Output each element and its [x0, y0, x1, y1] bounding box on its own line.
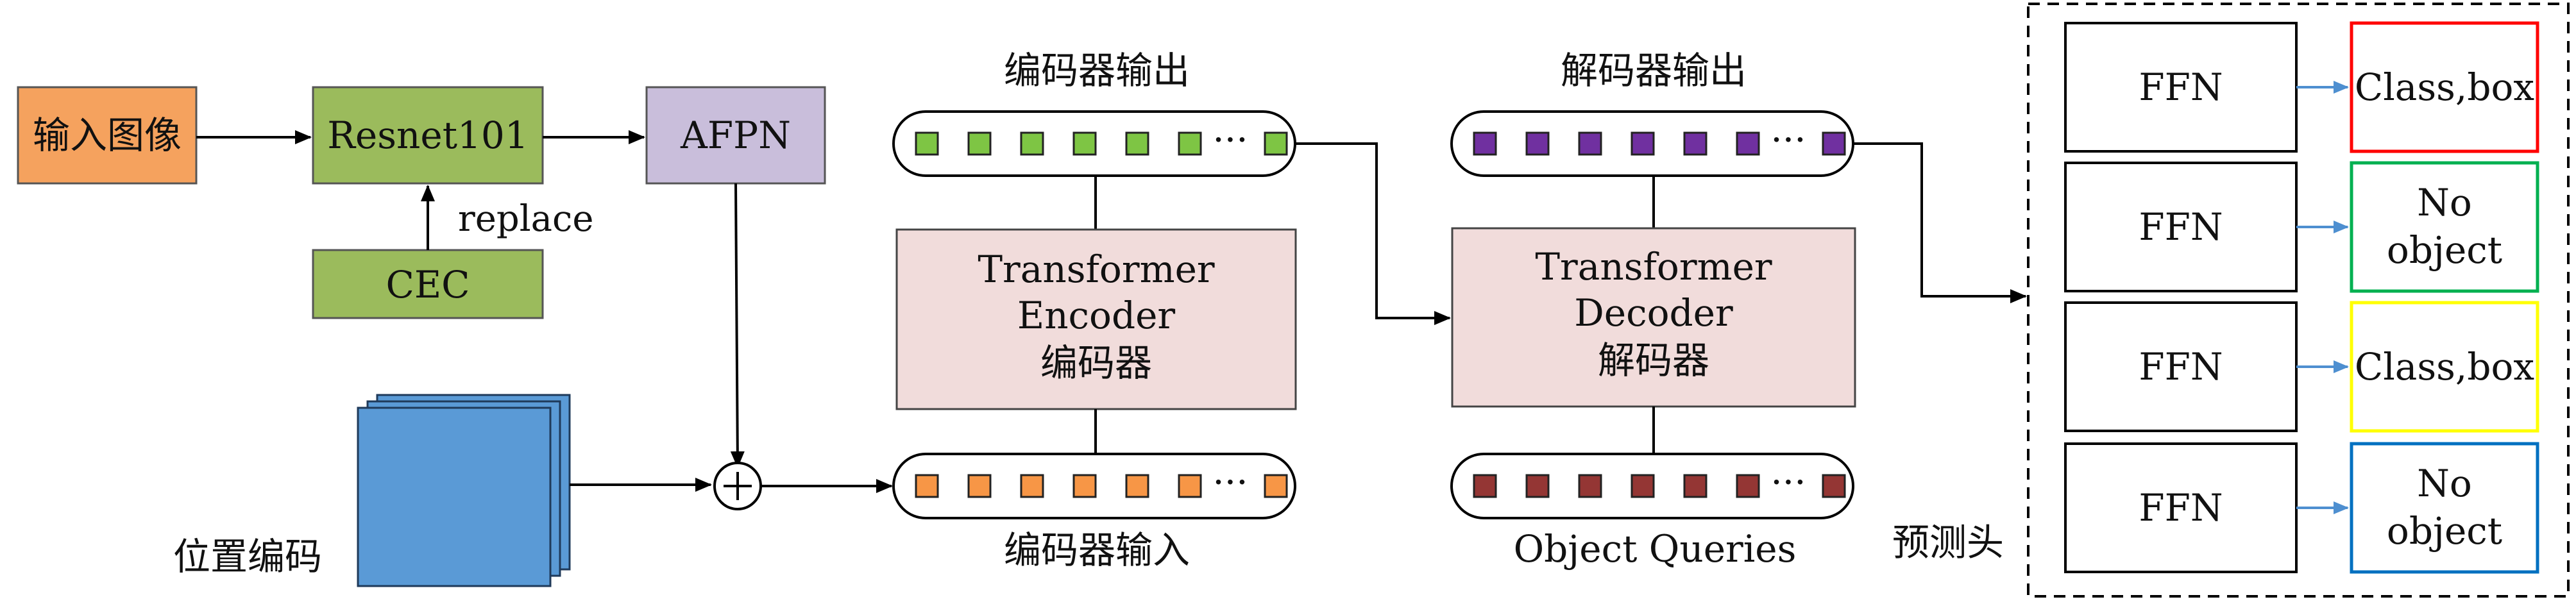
input-image-block: 输入图像 [17, 86, 198, 185]
decoder-output-token [1822, 131, 1846, 156]
encoder-line2: Encoder [1017, 294, 1176, 337]
encoder-input-token [1072, 474, 1097, 498]
decoder-output-label: 解码器输出 [1561, 49, 1747, 92]
encoder-input-token [1178, 474, 1202, 498]
encoder-input-token [1020, 474, 1044, 498]
prediction-line2: object [2387, 509, 2502, 553]
object-query-token [1578, 474, 1602, 498]
encoder-output-token [1125, 131, 1149, 156]
transformer-decoder-block: Transformer Decoder 解码器 [1451, 227, 1856, 408]
input-image-box [17, 86, 198, 185]
decoder-line2: Decoder [1574, 291, 1733, 335]
encoder-output-token [1020, 131, 1044, 156]
encoder-output-token [915, 131, 939, 156]
encoder-output-token [1072, 131, 1097, 156]
arrow-afpn-to-sum [730, 183, 745, 468]
decoder-output-token [1578, 131, 1602, 156]
encoder-input-label: 编码器输入 [1004, 528, 1190, 572]
ffn-row: FFN Class,box [2064, 301, 2539, 433]
backbone-label: Resnet101 [327, 113, 528, 157]
ffn-box [2064, 442, 2298, 573]
prediction-head-label: 预测头 [1892, 521, 2004, 564]
encoder-line3: 编码器 [1040, 341, 1152, 385]
prediction-box [2350, 161, 2539, 293]
object-query-token [1473, 474, 1497, 498]
decoder-output-ellipsis: ··· [1770, 118, 1806, 162]
encoder-output-token [967, 131, 992, 156]
position-layer-1 [357, 407, 552, 587]
prediction-line1: Class,box [2355, 65, 2534, 109]
object-query-token-list [1473, 474, 1846, 498]
prediction-line1: No [2417, 181, 2472, 224]
encoder-line1: Transformer [978, 247, 1215, 291]
object-query-token [1525, 474, 1550, 498]
transformer-decoder-box [1451, 227, 1856, 408]
decoder-output-token [1473, 131, 1497, 156]
sum-node [713, 462, 762, 510]
backbone-box [312, 86, 544, 185]
encoder-input-token-list [915, 474, 1288, 498]
object-query-token [1631, 474, 1655, 498]
decoder-output-token [1683, 131, 1707, 156]
arrow-encoder-to-decoder [1295, 142, 1451, 325]
ffn-row: FFN Class,box [2064, 21, 2539, 153]
ffn-label: FFN [2139, 205, 2223, 249]
ffn-label: FFN [2139, 65, 2223, 109]
decoder-output-token [1631, 131, 1655, 156]
position-encoding-label: 位置编码 [173, 535, 322, 578]
cec-label: CEC [386, 263, 470, 306]
encoder-output-token-list [915, 131, 1288, 156]
decoder-output-token [1525, 131, 1550, 156]
object-query-token [1683, 474, 1707, 498]
transformer-encoder-block: Transformer Encoder 编码器 [895, 228, 1297, 410]
ffn-label: FFN [2139, 486, 2223, 530]
encoder-input-token [1125, 474, 1149, 498]
decoder-output-token-list [1473, 131, 1846, 156]
prediction-line1: No [2417, 462, 2472, 505]
object-query-token [1736, 474, 1760, 498]
cec-block: CEC [312, 249, 544, 319]
afpn-block: AFPN [645, 86, 826, 185]
encoder-input-ellipsis: ··· [1212, 460, 1248, 504]
ffn-box [2064, 301, 2298, 432]
afpn-label: AFPN [680, 113, 791, 157]
prediction-line2: object [2387, 228, 2502, 272]
decoder-output-token [1736, 131, 1760, 156]
prediction-line1: Class,box [2355, 345, 2534, 389]
arrow-decoder-to-heads [1853, 142, 2027, 303]
prediction-box [2350, 442, 2539, 574]
encoder-input-token [915, 474, 939, 498]
encoder-input-token [967, 474, 992, 498]
decoder-line3: 解码器 [1598, 339, 1709, 382]
position-encoding-stack [357, 394, 571, 587]
object-queries-label: Object Queries [1514, 527, 1797, 571]
prediction-head-frame [2027, 3, 2570, 598]
ffn-label: FFN [2139, 345, 2223, 389]
prediction-box [2350, 21, 2539, 153]
decoder-line1: Transformer [1535, 245, 1772, 289]
object-query-token [1822, 474, 1846, 498]
encoder-output-ellipsis: ··· [1212, 118, 1248, 162]
encoder-output-token [1264, 131, 1288, 156]
encoder-output-token [1178, 131, 1202, 156]
input-image-label: 输入图像 [33, 113, 182, 157]
prediction-box [2350, 301, 2539, 433]
encoder-input-token [1264, 474, 1288, 498]
replace-label: replace [458, 198, 594, 240]
backbone-block: Resnet101 [312, 86, 544, 185]
ffn-box [2064, 162, 2298, 292]
encoder-output-label: 编码器输出 [1004, 49, 1190, 92]
object-query-ellipsis: ··· [1770, 460, 1806, 504]
